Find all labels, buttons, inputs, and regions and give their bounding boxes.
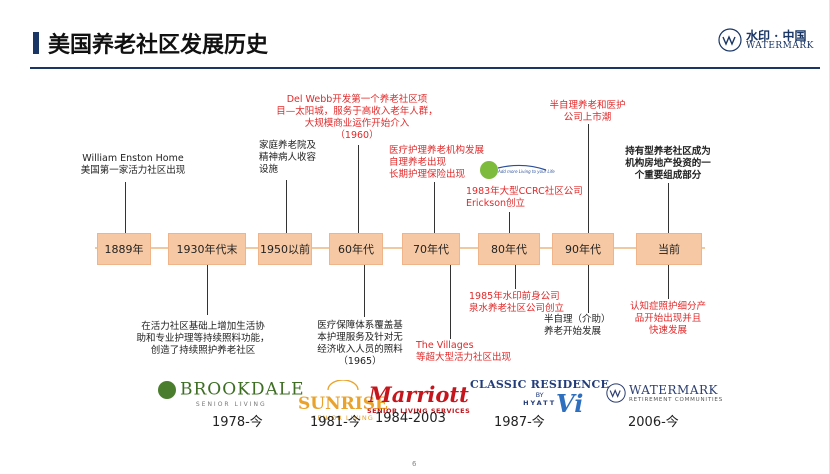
- timeline-axis: [95, 247, 705, 249]
- connector-80s-top: [509, 212, 510, 233]
- year-marriott: 1984-2003: [375, 411, 446, 426]
- connector-1950: [286, 180, 287, 233]
- connector-90s-top: [588, 124, 589, 233]
- event-60s-bottom: 医疗保障体系覆盖基本护理服务及针对无经济收入人员的照料（1965）: [317, 320, 403, 367]
- event-80s-bottom: 1985年水印前身公司泉水养老社区公司创立: [469, 291, 565, 314]
- sunrise-sun-icon: [327, 379, 359, 391]
- connector-70s-bottom: [450, 265, 451, 339]
- connector-60s-bottom: [364, 265, 365, 317]
- year-brookdale: 1978-今: [212, 415, 263, 430]
- erickson-logo-icon: [480, 161, 547, 179]
- timeline-box-1930s: 1930年代末: [168, 233, 246, 265]
- timeline-box-90s: 90年代: [552, 233, 614, 265]
- brookdale-leaf-icon: [158, 380, 176, 399]
- timeline-box-80s: 80年代: [478, 233, 540, 265]
- sunrise-logo: SUNRISE SENIOR LIVING: [298, 375, 388, 422]
- timeline-box-60s: 60年代: [329, 233, 383, 265]
- timeline-box-1889: 1889年: [97, 233, 151, 265]
- connector-90s-bottom: [588, 265, 589, 313]
- event-90s-bottom: 半自理（介助）养老开始发展: [544, 314, 611, 337]
- timeline-box-70s: 70年代: [402, 233, 460, 265]
- event-now-bottom: 认知症照护细分产品开始出现并且快速发展: [629, 301, 706, 336]
- connector-now-top: [668, 183, 669, 233]
- watermark-emblem-icon: [718, 28, 742, 52]
- vi-logo: Vi: [556, 389, 584, 418]
- event-1930s: 在活力社区基础上增加生活协助和专业护理等持续照料功能，创造了持续照护养老社区: [136, 321, 270, 356]
- brand-cn: 水印 · 中国: [746, 28, 807, 43]
- event-1950: 家庭养老院及精神病人收容设施: [259, 140, 317, 175]
- connector-60s-top: [358, 145, 359, 233]
- connector-1930s: [207, 265, 208, 315]
- watermark-communities-logo: WATERMARK RETIREMENT COMMUNITIES: [606, 383, 723, 403]
- connector-80s-bottom: [515, 265, 516, 289]
- connector-now-bottom: [668, 265, 669, 299]
- timeline-box-now: 当前: [636, 233, 702, 265]
- event-90s-top: 半自理养老和医护公司上市潮: [549, 100, 626, 123]
- timeline-box-1950: 1950以前: [258, 233, 312, 265]
- title-accent-bar: [33, 32, 39, 54]
- brookdale-logo: BROOKDALE SENIOR LIVING: [158, 379, 304, 408]
- event-60s-top: Del Webb开发第一个养老社区项目—太阳城，服务于高收入老年人群，大规模商业…: [276, 94, 438, 141]
- year-classic: 1987-今: [494, 415, 545, 430]
- year-sunrise: 1981-今: [310, 415, 361, 430]
- page-title: 美国养老社区发展历史: [48, 33, 269, 58]
- erickson-logo: Add more Living to your Life: [478, 160, 555, 184]
- year-watermark: 2006-今: [628, 415, 679, 430]
- watermark-china-logo: 水印 · 中国 WATERMARK: [718, 28, 814, 52]
- page-number: 6: [412, 460, 417, 468]
- watermark-emblem-small-icon: [606, 383, 626, 403]
- classic-residence-logo: CLASSIC RESIDENCE BY HYATT: [470, 378, 610, 407]
- event-70s-top: 医疗护理养老机构发展自理养老出现长期护理保险出现: [389, 145, 485, 180]
- event-now-top: 持有型养老社区成为机构房地产投资的一个重要组成部分: [625, 146, 711, 181]
- brand-en: WATERMARK: [746, 40, 814, 51]
- connector-70s-top: [434, 182, 435, 233]
- marriott-logo: Marriott SENIOR LIVING SERVICES: [367, 382, 471, 415]
- header-divider: [30, 67, 820, 69]
- connector-1889: [125, 182, 126, 233]
